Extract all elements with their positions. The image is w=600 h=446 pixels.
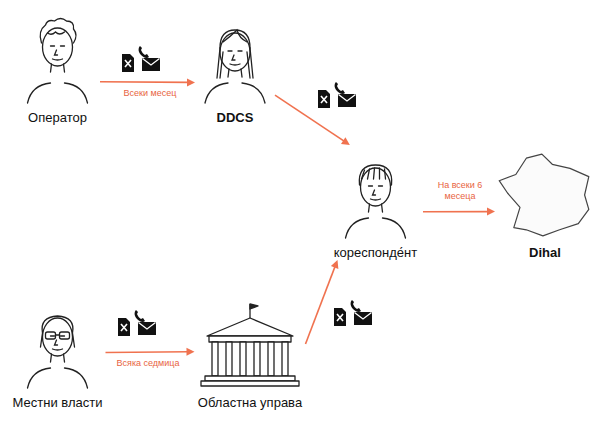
figure-node: Оператор: [15, 5, 100, 125]
message-icons: [334, 300, 372, 326]
figure-sketch: [195, 300, 305, 390]
arrow-head: [341, 137, 350, 145]
figure-sketch: [15, 295, 100, 390]
figure-sketch: [15, 5, 100, 105]
arrow-head: [487, 208, 495, 216]
arrow-head: [331, 260, 338, 269]
flow-line: [275, 95, 345, 142]
figure-sketch: [195, 10, 275, 105]
figure-label: Dihal: [528, 245, 562, 260]
figure-label: Оператор: [27, 110, 88, 125]
figure-node: Местни власти: [10, 295, 106, 410]
edge-label: Всеки месец: [108, 88, 192, 99]
flow-arrow: [106, 348, 195, 356]
message-icons: [318, 82, 356, 108]
message-icons: [122, 46, 160, 72]
figure-sketch: [495, 150, 595, 240]
figure-label: Местни власти: [12, 395, 104, 410]
figure-node: DDCS: [195, 10, 275, 125]
message-icons: [118, 310, 156, 336]
figure-node: Dihal: [495, 150, 595, 260]
arrow-head: [186, 348, 194, 356]
edge-label: Всяка седмица: [104, 358, 192, 369]
flow-arrow: [100, 78, 195, 86]
figure-sketch: [328, 145, 423, 240]
arrow-head: [187, 78, 195, 86]
figure-label: кореспонде́нт: [333, 245, 418, 260]
figure-label: DDCS: [216, 110, 255, 125]
edge-label: На всеки 6 месеца: [426, 180, 494, 202]
figure-node: кореспонде́нт: [328, 145, 423, 260]
flow-arrow: [423, 208, 495, 216]
figure-label: Областна управа: [197, 395, 303, 410]
flow-line: [306, 266, 336, 344]
flow-line: [423, 211, 489, 213]
flow-line: [106, 351, 189, 353]
figure-node: Областна управа: [195, 300, 306, 410]
flow-arrow: [306, 260, 339, 344]
flow-line: [100, 81, 189, 83]
